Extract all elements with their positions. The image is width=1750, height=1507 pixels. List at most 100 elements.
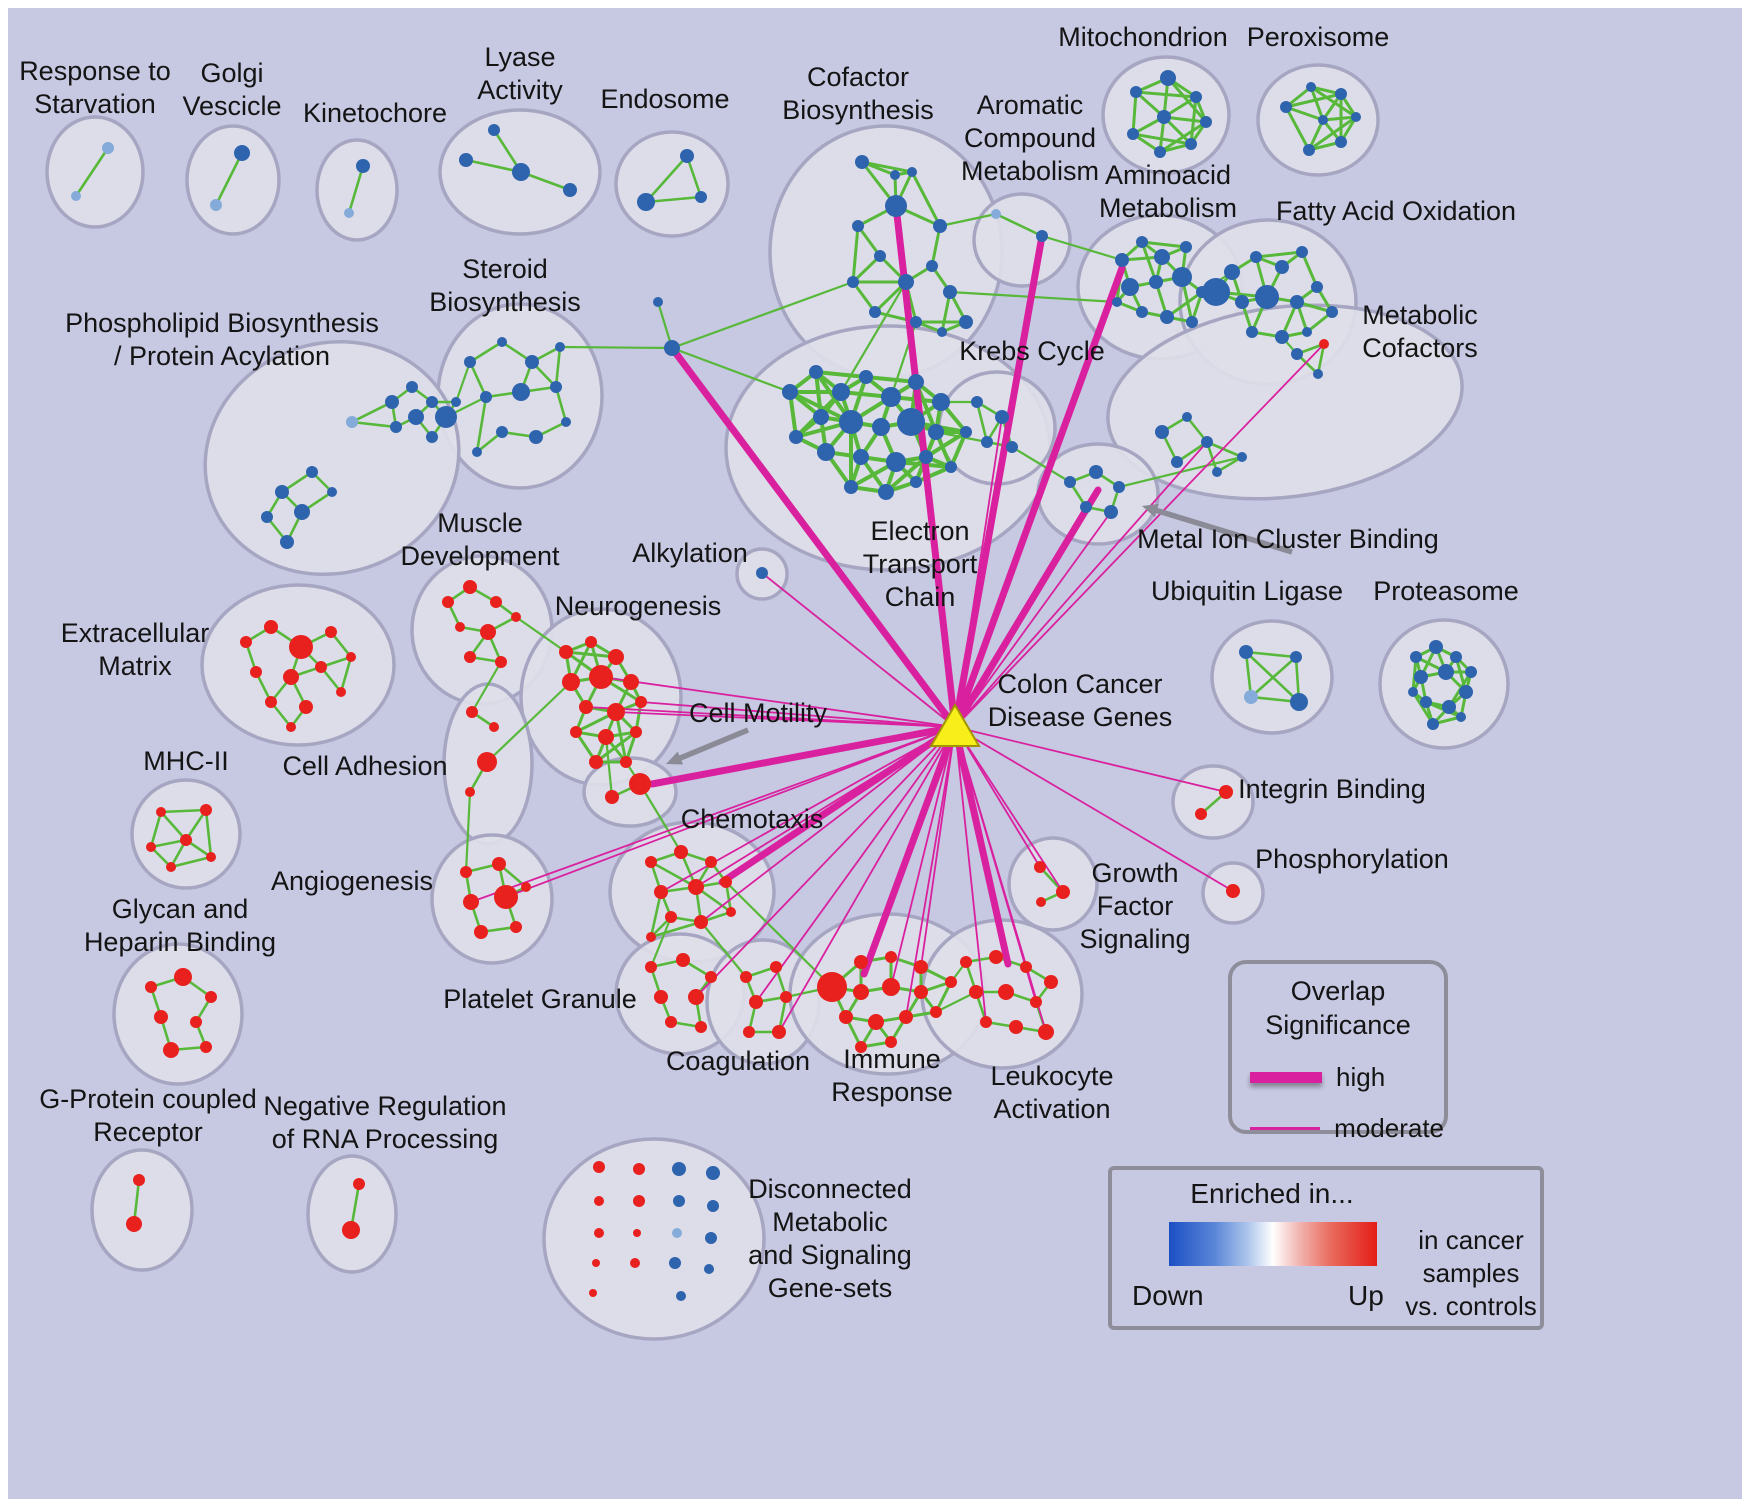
gene-set-node [492, 857, 506, 871]
enrichment-edge [1140, 241, 1158, 283]
enrichment-edge [1176, 440, 1208, 464]
gene-set-node [1255, 285, 1279, 309]
gene-set-node [1185, 138, 1197, 150]
overlap-edge-moderate [755, 726, 956, 1003]
gene-set-node [390, 421, 402, 433]
enrichment-edge [650, 860, 697, 889]
enrichment-edge [649, 891, 663, 938]
enrichment-edge [975, 401, 989, 443]
gene-set-node [817, 443, 835, 461]
gene-set-node [589, 665, 613, 689]
gene-set-node [385, 395, 399, 409]
gene-set-node [512, 383, 530, 401]
overlap-edge-moderate [505, 726, 956, 898]
gene-set-node [1438, 664, 1454, 680]
gene-set-node [490, 596, 502, 608]
gene-set-node [146, 842, 156, 852]
gene-set-node [315, 661, 327, 673]
gene-set-node [633, 1163, 645, 1175]
gene-set-node [1275, 260, 1289, 274]
gene-set-node [1186, 316, 1198, 328]
gene-set-node [480, 624, 496, 640]
enrichment-edge [74, 147, 110, 197]
gene-set-node [1195, 808, 1207, 820]
gene-set-node [1335, 88, 1347, 100]
cluster-label-alkylation: Alkylation [632, 538, 748, 568]
gene-set-node [645, 961, 657, 973]
gene-set-node [1154, 146, 1166, 158]
gene-set-node [1319, 339, 1329, 349]
cluster-label-cell-adhesion: Cell Adhesion [282, 751, 447, 781]
gene-set-node [637, 193, 655, 211]
gene-set-node [1420, 696, 1432, 708]
gene-set-node [1056, 885, 1070, 899]
gene-set-node [943, 285, 957, 299]
gene-set-node [605, 790, 619, 804]
cluster-bubble-angiogenesis [430, 833, 554, 965]
gene-set-node [465, 787, 475, 797]
gene-set-node [854, 955, 868, 969]
gene-set-node [126, 1216, 142, 1232]
overlap-edge-moderate [954, 726, 1041, 868]
gene-set-node [325, 626, 337, 638]
gene-set-node [885, 195, 907, 217]
gene-set-node [844, 480, 858, 494]
gene-set-node [720, 876, 732, 888]
inter-cluster-edge [486, 681, 572, 763]
gene-set-node [780, 991, 792, 1003]
overlap-edge-moderate [600, 676, 956, 728]
gene-set-node [1291, 348, 1303, 360]
overlap-legend-title-line2: Significance [1265, 1010, 1411, 1040]
gene-set-node [592, 1259, 600, 1267]
overlap-edge-high [718, 723, 959, 886]
enrichment-edge [469, 340, 503, 364]
gene-set-node [782, 384, 798, 400]
gene-set-node [1335, 136, 1347, 148]
gene-set-node [695, 191, 707, 203]
gene-set-node [890, 170, 900, 180]
gene-set-node [629, 773, 651, 795]
gene-set-node [280, 535, 294, 549]
gene-set-node [772, 1025, 786, 1039]
gene-set-node [630, 1258, 640, 1268]
gene-set-node [200, 1041, 212, 1053]
inter-cluster-edge [639, 783, 682, 853]
cluster-bubble-negative-regulation-rna-processing [306, 1154, 398, 1274]
gene-set-node [868, 1014, 884, 1030]
enrichment-edge [815, 370, 867, 379]
enrichment-edge [856, 225, 882, 257]
overlap-edge-moderate [905, 726, 956, 1018]
gene-set-node [1172, 267, 1192, 287]
gene-set-node [550, 381, 562, 393]
gene-set-node [1290, 295, 1304, 309]
gene-set-node [1127, 128, 1139, 140]
enrichment-edge [851, 254, 882, 284]
gene-set-node [166, 862, 176, 872]
gene-set-node [426, 431, 438, 443]
gene-set-node [174, 968, 192, 986]
cluster-label-chemotaxis: Chemotaxis [681, 804, 824, 834]
gene-set-node [665, 911, 677, 923]
cluster-label-integrin-binding: Integrin Binding [1238, 774, 1426, 804]
gene-set-node [926, 260, 938, 272]
gene-set-node [283, 669, 299, 685]
gene-set-node [885, 1036, 897, 1048]
gene-set-node [1250, 251, 1262, 263]
disease-hub [929, 703, 981, 747]
gene-set-node [494, 885, 518, 909]
gene-set-node [933, 219, 947, 233]
enrichment-down-label: Down [1132, 1280, 1204, 1311]
gene-set-node [206, 852, 216, 862]
gene-set-node [1080, 501, 1092, 513]
high-significance-line-sample [1250, 1072, 1322, 1083]
cluster-label-coagulation: Coagulation [666, 1046, 810, 1076]
cluster-label-phosphorylation: Phosphorylation [1255, 844, 1449, 874]
gene-set-node [809, 365, 823, 379]
gene-set-node [919, 450, 933, 464]
gene-set-node [756, 567, 768, 579]
